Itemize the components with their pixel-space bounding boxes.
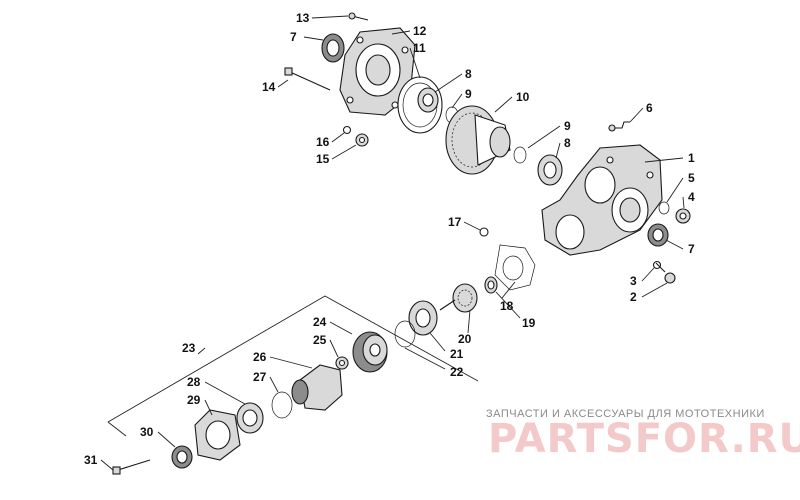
part-9-ring-middle: [513, 146, 527, 164]
part-31-bolt: [112, 459, 151, 475]
label-25: 25: [313, 333, 327, 347]
label-24: 24: [313, 315, 327, 329]
part-labels: 13 7 12 11 8 9 10 14 16 15 9 8 6 1 5 4 7…: [84, 11, 695, 467]
label-26: 26: [253, 350, 267, 364]
part-2-bolt: [655, 262, 676, 284]
part-22-ring: [394, 320, 416, 348]
part-5-oring: [658, 201, 670, 215]
part-17-oring: [479, 227, 489, 237]
label-23: 23: [182, 341, 196, 355]
label-1: 1: [688, 151, 695, 165]
part-15-nut: [355, 133, 369, 147]
part-13-bolt: [348, 12, 369, 21]
part-16-washer: [342, 125, 352, 135]
part-18-gasket: [494, 244, 536, 291]
part-4-plug: [675, 208, 691, 224]
label-31: 31: [84, 453, 98, 467]
part-24-coupler: [352, 331, 388, 373]
label-3: 3: [630, 274, 637, 288]
label-16: 16: [316, 135, 330, 149]
part-3-washer: [652, 260, 662, 270]
part-28-bearing: [236, 402, 264, 434]
watermark-caption: ЗАПЧАСТИ И АКСЕССУАРЫ ДЛЯ МОТОТЕХНИКИ: [486, 408, 765, 420]
label-19: 19: [522, 316, 536, 330]
part-20-pinion: [439, 283, 478, 313]
label-13: 13: [296, 11, 310, 25]
label-27: 27: [253, 370, 267, 384]
part-10-ring-gear: [445, 105, 511, 175]
label-22: 22: [450, 365, 464, 379]
part-25-nut: [335, 356, 349, 370]
part-6-fitting: [608, 121, 630, 132]
label-18: 18: [500, 299, 514, 313]
label-10: 10: [516, 90, 530, 104]
label-7-top: 7: [290, 30, 297, 44]
label-14: 14: [262, 80, 276, 94]
label-5: 5: [688, 171, 695, 185]
label-15: 15: [316, 152, 330, 166]
label-9-middle: 9: [564, 119, 571, 133]
label-29: 29: [187, 393, 201, 407]
label-4: 4: [688, 190, 695, 204]
part-27-ring: [271, 391, 293, 419]
part-8-bearing-upper: [417, 87, 439, 113]
part-7-seal-right: [647, 223, 669, 247]
label-9-top: 9: [465, 87, 472, 101]
watermark-logo: PARTSFOR.RU: [488, 416, 800, 462]
part-19-bushing: [484, 276, 498, 294]
leader-lines: [100, 15, 685, 471]
part-21-bearing: [408, 300, 438, 336]
part-30-seal: [171, 445, 193, 469]
part-output-cover: [194, 409, 241, 461]
part-1-housing: [541, 144, 663, 256]
label-11: 11: [413, 41, 426, 55]
label-20: 20: [458, 332, 472, 346]
label-17: 17: [448, 215, 462, 229]
label-8-middle: 8: [564, 136, 571, 150]
label-8-top: 8: [465, 67, 472, 81]
label-30: 30: [140, 425, 154, 439]
part-8-bearing-middle: [537, 154, 563, 186]
label-2: 2: [630, 290, 637, 304]
label-28: 28: [187, 375, 201, 389]
part-14-bolt: [284, 67, 331, 91]
label-21: 21: [450, 347, 464, 361]
part-12-cover: [339, 27, 416, 116]
watermark: ЗАПЧАСТИ И АКСЕССУАРЫ ДЛЯ МОТОТЕХНИКИ PA…: [486, 408, 800, 462]
label-12: 12: [413, 24, 427, 38]
part-26-hub: [291, 364, 343, 411]
label-7-right: 7: [688, 242, 695, 256]
label-6: 6: [646, 101, 653, 115]
part-7-seal-top: [321, 33, 345, 63]
